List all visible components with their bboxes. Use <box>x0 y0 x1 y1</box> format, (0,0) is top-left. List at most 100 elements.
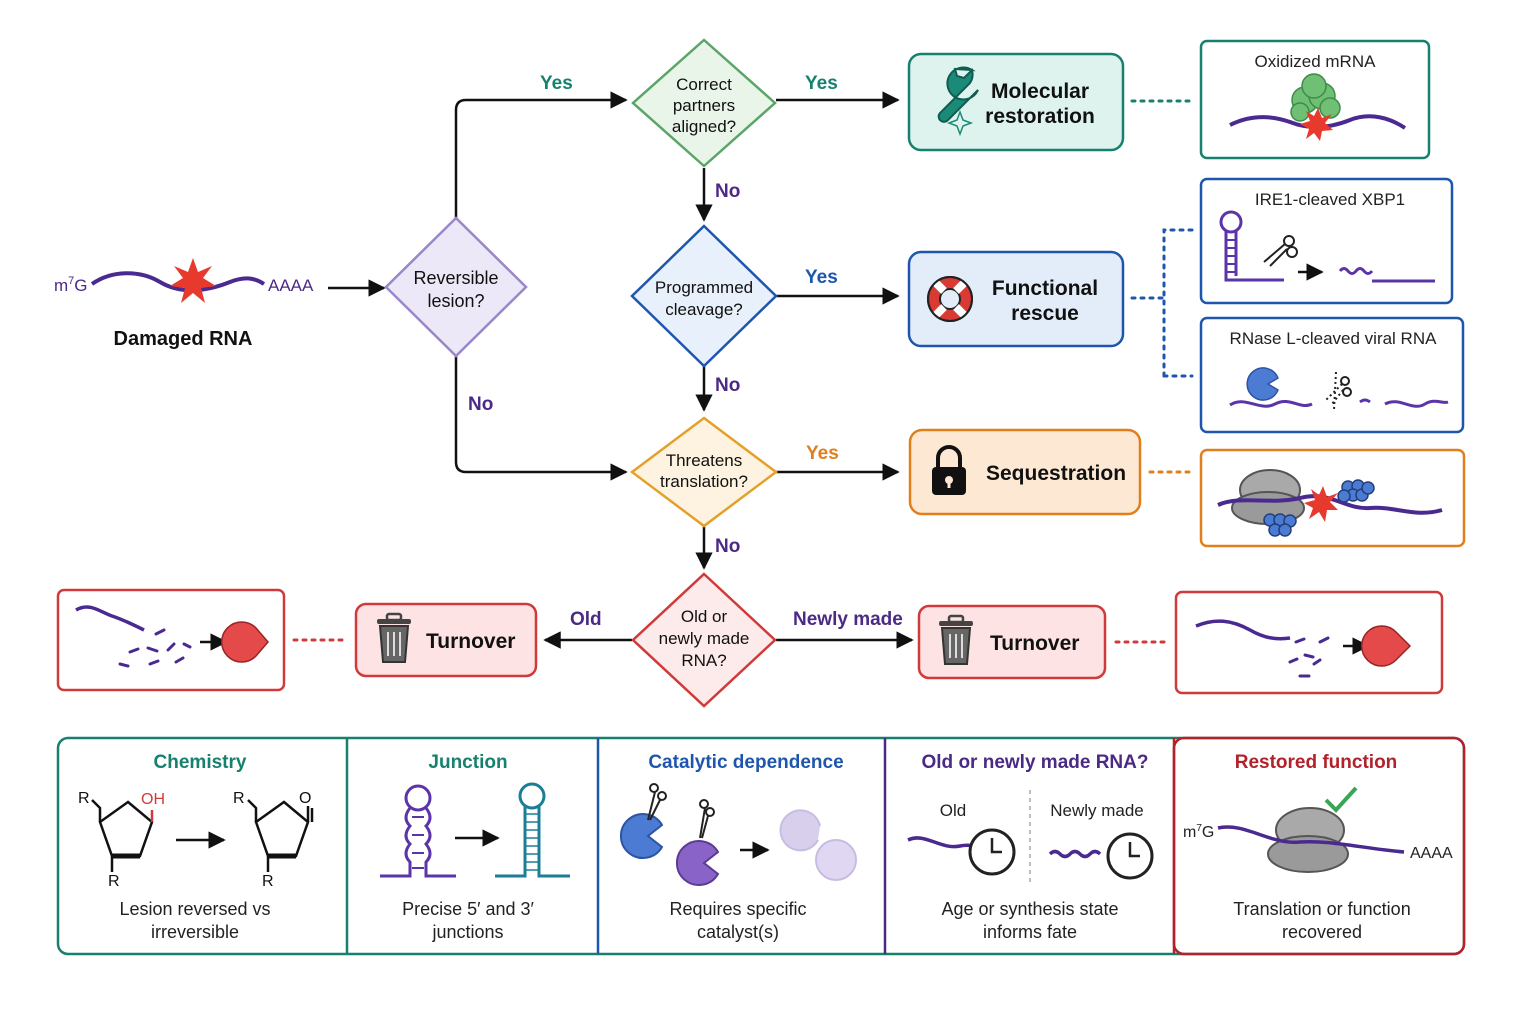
outcome-sequestration: Sequestration <box>908 428 1142 516</box>
example-title: RNase L-cleaved viral RNA <box>1230 329 1438 348</box>
criterion-title: Old or newly made RNA? <box>922 752 1149 773</box>
criterion-caption: informs fate <box>983 922 1077 942</box>
criterion-title: Catalytic dependence <box>648 752 843 773</box>
damaged-rna-label: Damaged RNA <box>114 328 253 350</box>
checkmark-icon <box>1324 786 1358 813</box>
decision-text: newly made <box>659 629 750 648</box>
atom-label: R <box>108 873 120 890</box>
atom-label: R <box>262 873 274 890</box>
cap-label: m7G <box>1183 823 1214 841</box>
released-enzymes-icon <box>779 809 857 881</box>
criterion-caption: junctions <box>431 922 503 942</box>
lifebuoy-icon <box>927 276 973 322</box>
decision-text: RNA? <box>681 651 726 670</box>
criterion-caption: Precise 5′ and 3′ <box>402 899 534 919</box>
cap-label: m7G <box>54 275 88 295</box>
polya-tail-label: AAAA <box>1410 845 1453 862</box>
criterion-restored-function: Restored function m7G AAAA Translation o… <box>1183 752 1453 942</box>
decision-text: Old or <box>681 607 728 626</box>
example-sequestration <box>1199 448 1466 548</box>
pacman-exonuclease-icon <box>1360 625 1412 667</box>
decision-old-or-new: Old or newly made RNA? <box>631 572 777 708</box>
decision-text: partners <box>673 96 735 115</box>
outcome-text: Functional <box>992 277 1098 300</box>
criterion-title: Junction <box>428 752 507 773</box>
trash-can-icon <box>377 612 411 663</box>
edge-no-cleavage: No <box>715 375 740 396</box>
outcome-functional-rescue: Functional rescue <box>907 250 1125 348</box>
damaged-rna-node: m7G AAAA Damaged RNA <box>54 258 314 350</box>
atom-label: O <box>299 790 311 807</box>
decision-threatens-translation: Threatens translation? <box>629 416 779 528</box>
edge-old: Old <box>570 609 602 630</box>
pacman-exonuclease-icon <box>220 621 269 663</box>
decision-programmed-cleavage: Programmed cleavage? <box>630 224 778 368</box>
outcome-molecular-restoration: Molecular restoration <box>907 52 1125 152</box>
rnase-enzyme-icon <box>1246 367 1279 401</box>
lesion-star-icon <box>170 258 216 303</box>
decision-text: Threatens <box>666 451 743 470</box>
enzyme-blue-icon <box>619 813 664 859</box>
decision-text: Programmed <box>655 278 753 297</box>
aldehyde-structure-icon <box>247 799 314 872</box>
outcome-text: Sequestration <box>986 462 1126 485</box>
example-rnase-l: RNase L-cleaved viral RNA <box>1199 316 1465 434</box>
rna-fragments <box>1288 636 1330 678</box>
decision-text: lesion? <box>427 291 484 311</box>
atom-label: R <box>233 790 245 807</box>
atom-label: OH <box>141 791 165 808</box>
decision-text: aligned? <box>672 117 736 136</box>
outcome-turnover-new: Turnover <box>917 604 1107 680</box>
dotted-links <box>292 99 1194 644</box>
edge-yes-partners: Yes <box>540 73 573 94</box>
decision-partners-aligned: Correct partners aligned? <box>631 38 777 168</box>
ribosome-icon <box>1290 73 1341 122</box>
example-ire1-xbp1: IRE1-cleaved XBP1 <box>1199 177 1454 305</box>
example-decay-old <box>56 588 286 692</box>
edge-no-translation: No <box>715 536 740 557</box>
hairpin-icon <box>1219 210 1284 282</box>
edge-yes-rescue: Yes <box>805 267 838 288</box>
outcome-text: Turnover <box>990 632 1079 655</box>
edge-labels: Yes Yes No Yes No No Yes No Old Newly ma… <box>468 73 903 630</box>
criterion-caption: irreversible <box>151 922 239 942</box>
criterion-caption: recovered <box>1282 922 1362 942</box>
edge-yes-restoration: Yes <box>805 73 838 94</box>
edge-newly-made: Newly made <box>793 609 903 630</box>
scissors-icon <box>647 783 715 839</box>
protein-cluster-icon <box>1263 479 1375 537</box>
criterion-title: Chemistry <box>154 752 247 773</box>
criterion-caption: Translation or function <box>1233 899 1410 919</box>
outcome-text: Turnover <box>426 630 515 653</box>
wrench-icon <box>937 66 979 137</box>
criterion-caption: Age or synthesis state <box>941 899 1118 919</box>
enzyme-purple-icon <box>675 840 720 886</box>
criterion-chemistry: Chemistry R OH R R O R Lesion reversed v… <box>78 752 314 942</box>
decision-text: Reversible <box>413 268 498 288</box>
atom-label: R <box>78 790 90 807</box>
old-label: Old <box>940 801 966 820</box>
outcome-text: Molecular <box>991 80 1089 103</box>
edge-no-reversible: No <box>468 394 493 415</box>
rna-fragments <box>118 628 192 668</box>
clock-icon <box>968 828 1016 876</box>
example-title: IRE1-cleaved XBP1 <box>1255 190 1405 209</box>
criterion-title: Restored function <box>1235 752 1398 773</box>
bulged-hairpin-icon <box>380 784 456 878</box>
precise-hairpin-icon <box>495 782 570 878</box>
clock-icon <box>1106 832 1154 880</box>
ribose-structure-icon <box>91 799 154 872</box>
lesion-star-icon <box>1304 486 1338 522</box>
polya-tail-label: AAAA <box>268 276 314 295</box>
criterion-old-or-new: Old or newly made RNA? Old Newly made Ag… <box>907 752 1154 942</box>
edge-yes-sequestration: Yes <box>806 443 839 464</box>
trash-can-icon <box>939 614 973 665</box>
criterion-caption: catalyst(s) <box>697 922 779 942</box>
scissors-icon <box>1263 235 1298 267</box>
criterion-junction: Junction Precise 5′ and 3′ junctions <box>380 752 570 942</box>
example-oxidized-mrna: Oxidized mRNA <box>1199 39 1431 160</box>
scissors-icon <box>1325 371 1352 411</box>
newly-made-label: Newly made <box>1050 801 1144 820</box>
flow-connectors <box>328 91 914 649</box>
